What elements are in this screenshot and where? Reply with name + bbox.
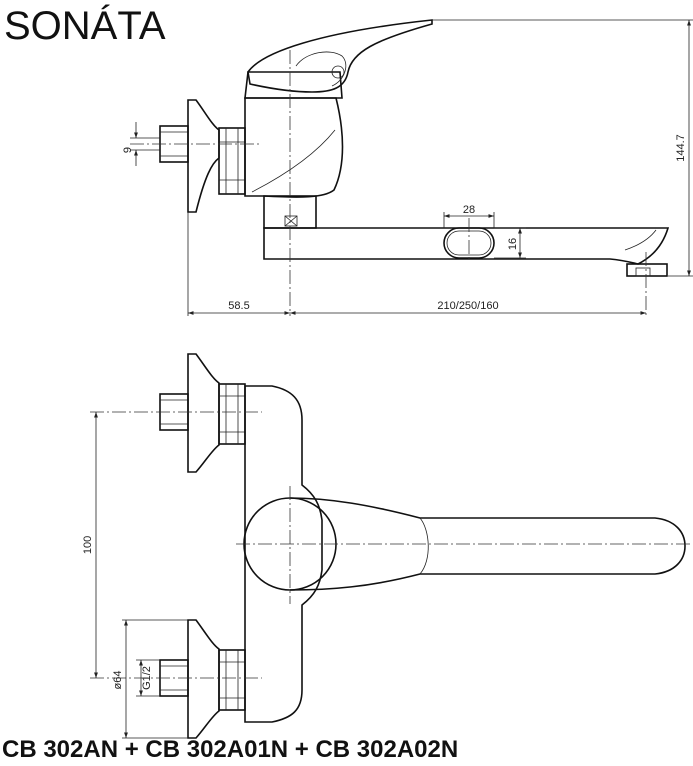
dim-spout-reach: 210/250/160: [290, 300, 646, 315]
side-lever-screw: [331, 65, 345, 79]
side-mixer-body: [244, 97, 344, 198]
dim-thread-size: G1/2: [139, 660, 153, 696]
dim-aerator-width: 28: [444, 204, 494, 218]
product-codes: CB 302AN + CB 302A01N + CB 302A02N: [2, 736, 459, 763]
top-mixer-body: [244, 385, 323, 723]
product-title: SONÁTA: [4, 4, 166, 48]
side-wall-flange: [187, 99, 220, 213]
side-hex-nut: [218, 127, 246, 195]
dim-flange-diameter: ø64: [112, 620, 128, 738]
dim-aerator-height: 16: [507, 228, 522, 258]
side-cartridge-cap: [244, 71, 343, 99]
svg-text:16: 16: [507, 238, 519, 250]
top-upper-inlet: [159, 353, 246, 473]
top-lever-arm: [289, 497, 686, 591]
svg-text:144.7: 144.7: [675, 134, 687, 162]
dim-height: 144.7: [675, 20, 691, 276]
top-view: 100 ø64 G1/2: [82, 353, 690, 739]
svg-text:100: 100: [82, 536, 94, 554]
side-aerator: [626, 263, 668, 277]
svg-text:58.5: 58.5: [228, 300, 249, 312]
svg-text:9: 9: [122, 147, 134, 153]
side-view: 9 144.7 28 16 58.5 210/250/160: [122, 19, 693, 316]
dim-thread-width: 9: [122, 122, 138, 166]
dim-wall-offset: 58.5: [188, 300, 290, 315]
dim-inlet-spacing: 100: [82, 412, 98, 678]
top-lower-inlet: [159, 619, 246, 739]
svg-text:ø64: ø64: [112, 671, 124, 690]
side-lever-handle: [247, 19, 433, 93]
side-body-contour: [251, 129, 336, 193]
svg-text:210/250/160: 210/250/160: [437, 300, 498, 312]
svg-text:28: 28: [463, 204, 475, 216]
svg-text:G1/2: G1/2: [141, 666, 153, 690]
